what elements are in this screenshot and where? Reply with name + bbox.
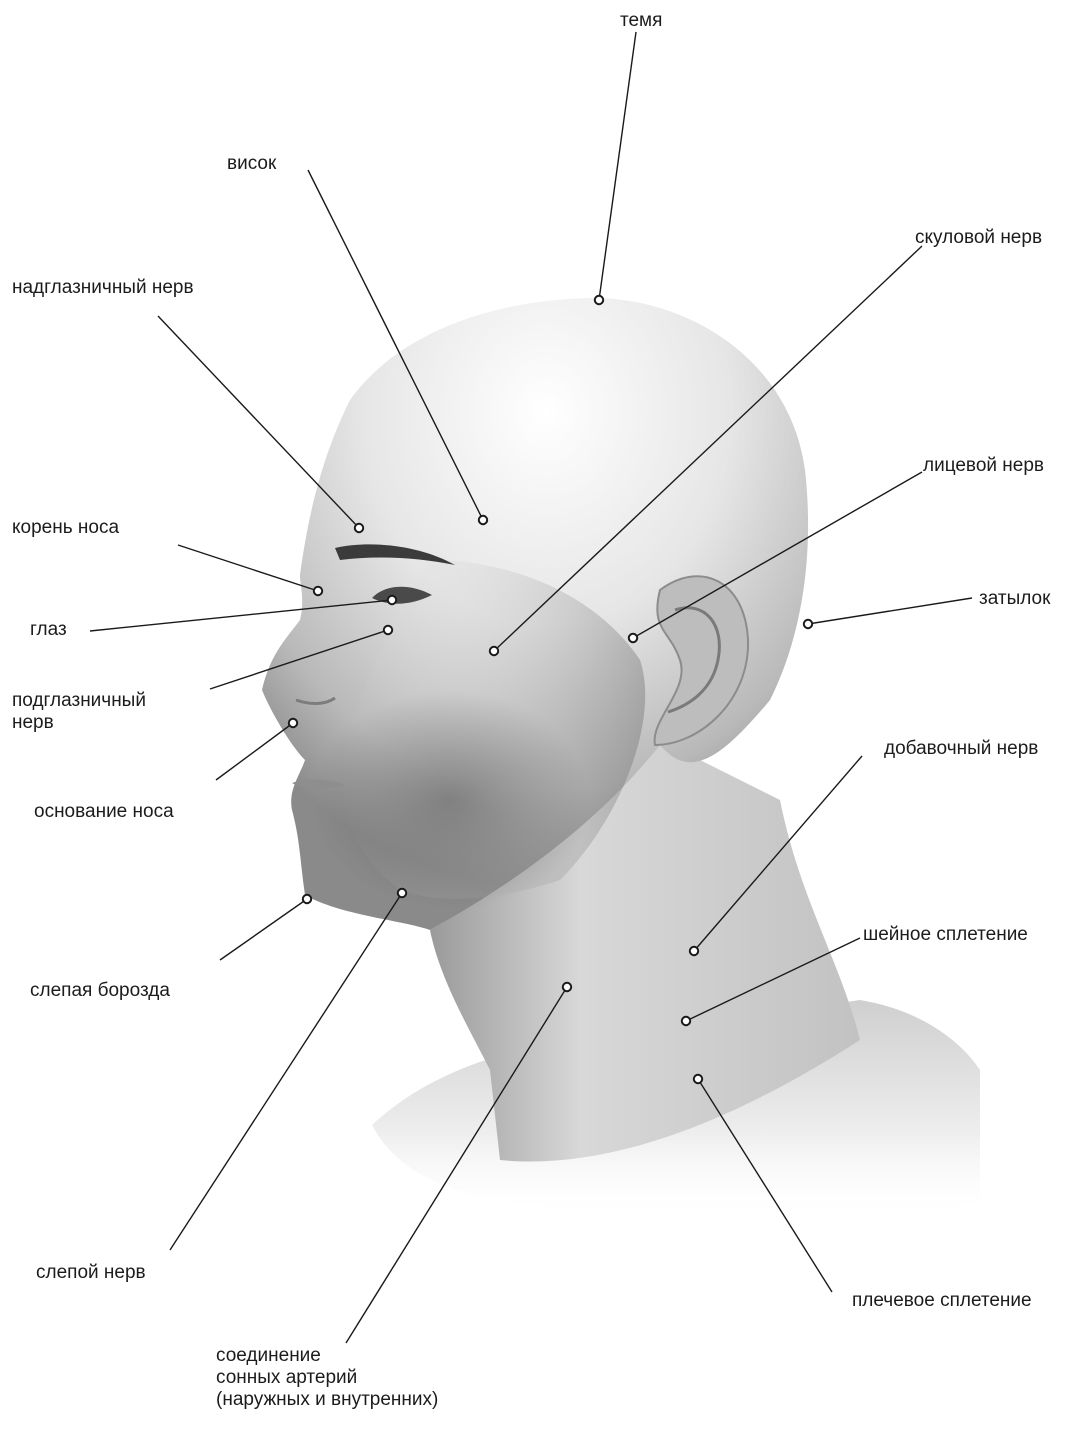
leader-line-osnovanie xyxy=(216,723,293,780)
leader-line-koren xyxy=(178,545,318,591)
label-podglaz: подглазничный нерв xyxy=(12,690,146,734)
marker-dot-plechevoe xyxy=(694,1075,702,1083)
leader-line-temya xyxy=(599,32,636,300)
marker-dot-osnovanie xyxy=(289,719,297,727)
marker-dot-visok xyxy=(479,516,487,524)
leader-line-slepoy xyxy=(170,893,402,1250)
beard-shadow xyxy=(310,690,590,910)
marker-dot-dobavochny xyxy=(690,947,698,955)
label-plechevoe: плечевое сплетение xyxy=(852,1290,1032,1312)
marker-dot-koren xyxy=(314,587,322,595)
label-dobavochny: добавочный нерв xyxy=(884,738,1038,760)
label-slepoy: слепой нерв xyxy=(36,1262,146,1284)
label-soed: соединение сонных артерий (наружных и вн… xyxy=(216,1345,438,1411)
marker-dot-glaz xyxy=(388,596,396,604)
marker-dot-nadglaz xyxy=(355,524,363,532)
label-skulovoy: скуловой нерв xyxy=(915,227,1042,249)
label-soed-line1: соединение xyxy=(216,1345,438,1367)
label-podglaz-line2: нерв xyxy=(12,712,146,734)
label-slepaya: слепая борозда xyxy=(30,980,170,1002)
marker-dot-soed xyxy=(563,983,571,991)
marker-dot-podglaz xyxy=(384,626,392,634)
label-koren: корень носа xyxy=(12,517,119,539)
marker-dot-slepoy xyxy=(398,889,406,897)
marker-dot-zatylok xyxy=(804,620,812,628)
marker-dot-shejnoe xyxy=(682,1017,690,1025)
leader-line-slepaya xyxy=(220,899,307,960)
label-temya: темя xyxy=(620,10,662,32)
marker-dot-temya xyxy=(595,296,603,304)
label-osnovanie: основание носа xyxy=(34,801,174,823)
marker-dot-slepaya xyxy=(303,895,311,903)
label-litsevoy: лицевой нерв xyxy=(923,455,1044,477)
label-glaz: глаз xyxy=(30,619,67,641)
label-soed-line2: сонных артерий xyxy=(216,1367,438,1389)
label-nadglaz: надглазничный нерв xyxy=(12,277,194,299)
leader-line-zatylok xyxy=(808,598,972,624)
marker-dot-litsevoy xyxy=(629,634,637,642)
leader-line-nadglaz xyxy=(158,316,359,528)
label-soed-line3: (наружных и внутренних) xyxy=(216,1389,438,1411)
marker-dot-skulovoy xyxy=(490,647,498,655)
label-shejnoe: шейное сплетение xyxy=(863,924,1028,946)
label-zatylok: затылок xyxy=(979,588,1050,610)
label-visok: висок xyxy=(227,153,276,175)
label-podglaz-line1: подглазничный xyxy=(12,690,146,712)
